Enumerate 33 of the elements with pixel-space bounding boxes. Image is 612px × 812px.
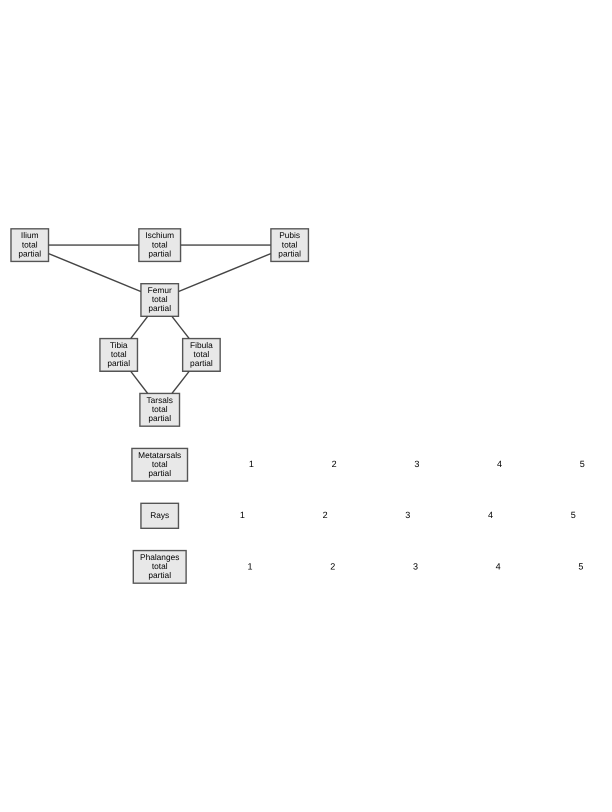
node-box: Ischium total partial bbox=[138, 228, 182, 262]
connector bbox=[171, 370, 190, 394]
connector bbox=[48, 244, 139, 246]
label: 2 bbox=[332, 459, 337, 470]
connector bbox=[180, 244, 271, 246]
label: 1 bbox=[240, 510, 245, 520]
node-box: Metatarsals total partial bbox=[131, 448, 188, 482]
node-box: Phalanges total partial bbox=[132, 550, 187, 584]
connector bbox=[178, 252, 272, 292]
label: 2 bbox=[322, 510, 328, 520]
label: 5 bbox=[570, 510, 576, 520]
label: 4 bbox=[496, 561, 501, 572]
label: 3 bbox=[414, 459, 420, 470]
label: 3 bbox=[405, 510, 410, 520]
connector bbox=[171, 316, 190, 339]
node-box: Tarsals total partial bbox=[139, 392, 180, 427]
label: 4 bbox=[497, 459, 502, 470]
label: 5 bbox=[580, 459, 585, 470]
connector bbox=[130, 316, 148, 339]
node-box: Ilium total partial bbox=[10, 228, 50, 262]
node-box: Fibula total partial bbox=[182, 338, 221, 372]
label: 4 bbox=[488, 510, 494, 520]
label: 2 bbox=[330, 561, 336, 572]
connector bbox=[130, 370, 148, 394]
node-box: Femur total partial bbox=[140, 283, 180, 318]
node-box: Tibia total partial bbox=[99, 338, 138, 372]
label: 3 bbox=[412, 561, 418, 572]
node-box: Rays bbox=[140, 502, 180, 530]
label: 5 bbox=[578, 561, 584, 572]
label: 1 bbox=[248, 459, 254, 470]
node-box: Pubis total partial bbox=[270, 228, 310, 262]
connector bbox=[48, 252, 142, 292]
label: 1 bbox=[248, 561, 253, 572]
